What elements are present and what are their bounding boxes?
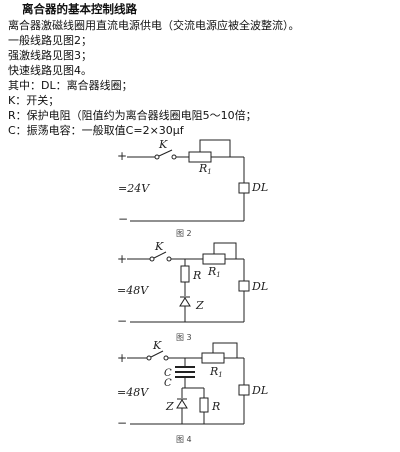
fig2-resistor-tap (199, 139, 231, 157)
text-line-3: 强激线路见图3； (8, 49, 92, 62)
fig2-minus: − (118, 212, 128, 226)
fig4-c2-label: C (164, 378, 172, 389)
fig2-switch-blade (158, 149, 173, 157)
fig4-resistor-2 (199, 397, 209, 413)
fig4-diode-label: Z (165, 400, 174, 413)
text-line-6: K：开关； (8, 94, 60, 107)
figure-4: + K R1 DL C C Z R =48V − (117, 339, 268, 444)
page-title: 离合器的基本控制线路 (22, 2, 137, 16)
fig4-coil-label: DL (251, 384, 268, 397)
fig4-minus: − (117, 416, 127, 430)
text-line-1: 离合器激磁线圈用直流电源供电（交流电源应被全波整流）。 (8, 19, 300, 32)
fig3-coil (238, 280, 250, 292)
fig3-switch-label: K (154, 240, 164, 253)
fig4-caption: 图 4 (176, 435, 192, 444)
fig2-switch-contact-a (154, 154, 160, 160)
fig4-resistor (201, 352, 225, 364)
fig4-c1-label: C (164, 368, 172, 379)
fig4-resistor-tap (212, 342, 238, 358)
fig2-voltage: =24V (118, 182, 150, 195)
fig3-resistor-2 (180, 265, 190, 283)
fig2-coil (238, 182, 250, 194)
figure-2: + K R1 DL =24V − 图 2 (117, 138, 268, 238)
fig2-switch-label: K (158, 138, 168, 151)
fig4-switch-contact-a (146, 355, 152, 361)
fig2-plus: + (117, 149, 127, 163)
fig2-coil-label: DL (251, 181, 268, 194)
fig3-diode (179, 297, 191, 307)
fig3-minus: − (117, 314, 127, 328)
fig4-switch-label: K (152, 339, 162, 352)
fig4-coil (238, 384, 250, 396)
text-line-7: R：保护电阻（阻值约为离合器线圈电阻5～10倍； (8, 109, 257, 122)
text-line-5: 其中：DL：离合器线圈； (8, 79, 133, 92)
fig2-r-label: R1 (198, 162, 212, 176)
fig2-switch-contact-b (171, 154, 177, 160)
text-line-2: 一般线路见图2； (8, 34, 92, 47)
fig4-r2-label: R (211, 400, 220, 413)
fig3-switch-contact-b (166, 256, 172, 262)
fig3-plus: + (117, 252, 127, 266)
fig3-r-label: R (192, 269, 201, 282)
fig4-switch-contact-b (163, 355, 169, 361)
fig4-r1-label: R1 (209, 365, 223, 379)
fig3-coil-label: DL (251, 280, 268, 293)
fig3-resistor (202, 253, 226, 265)
fig2-caption: 图 2 (176, 229, 192, 238)
figure-3: + K R1 DL R Z =48V − 图 3 (117, 240, 268, 342)
fig2-resistor (188, 151, 212, 163)
fig4-voltage: =48V (117, 386, 149, 399)
fig3-resistor-tap (213, 242, 237, 259)
fig3-r1-label: R1 (207, 265, 221, 279)
text-line-8: C：振荡电容：一般取值C=2×30μf (8, 124, 184, 137)
fig3-voltage: =48V (117, 284, 149, 297)
text-line-4: 快速线路见图4。 (8, 64, 92, 77)
fig3-switch-contact-a (149, 256, 155, 262)
fig3-diode-label: Z (195, 299, 204, 312)
fig3-caption: 图 3 (176, 333, 192, 342)
fig3-switch-blade (153, 251, 167, 259)
fig4-diode (176, 399, 188, 409)
fig4-switch-blade (150, 350, 164, 358)
fig4-plus: + (117, 351, 127, 365)
